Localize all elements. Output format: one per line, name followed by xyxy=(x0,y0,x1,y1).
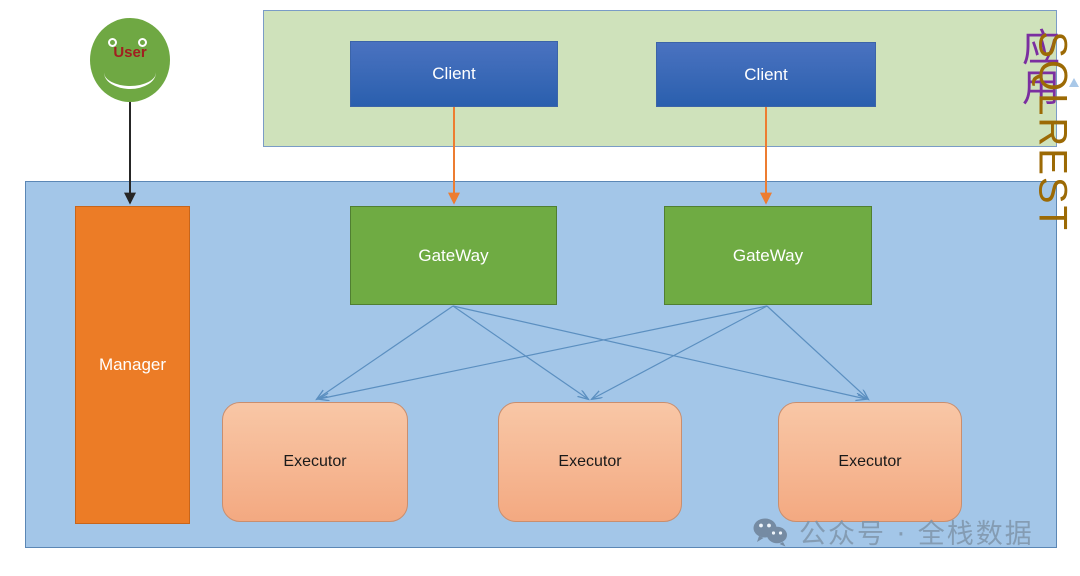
watermark: 公众号 · 全栈数据 xyxy=(752,512,1034,551)
application-label-char-2: 用 xyxy=(1021,67,1060,110)
eye-right-icon xyxy=(138,38,147,47)
watermark-text: 公众号 · 全栈数据 xyxy=(799,519,1034,550)
sqlrest-panel-label: SQLREST xyxy=(1031,31,1075,232)
chevron-up-icon xyxy=(1069,78,1079,87)
smile-icon xyxy=(104,56,156,89)
wechat-icon xyxy=(753,518,787,546)
executor-box-3[interactable]: Executor xyxy=(778,402,962,522)
application-label-char-1: 应 xyxy=(1021,28,1060,70)
executor-box-2[interactable]: Executor xyxy=(498,402,682,522)
executor-box-1[interactable]: Executor xyxy=(222,402,408,522)
eye-left-icon xyxy=(108,38,117,47)
client-box-2[interactable]: Client xyxy=(656,42,876,107)
manager-box[interactable]: Manager xyxy=(75,206,190,524)
gateway-box-1[interactable]: GateWay xyxy=(350,206,557,305)
gateway-box-2[interactable]: GateWay xyxy=(664,206,872,305)
user-avatar: User xyxy=(90,18,170,102)
client-box-1[interactable]: Client xyxy=(350,41,558,107)
application-panel-label: 应 用 xyxy=(1016,28,1066,110)
